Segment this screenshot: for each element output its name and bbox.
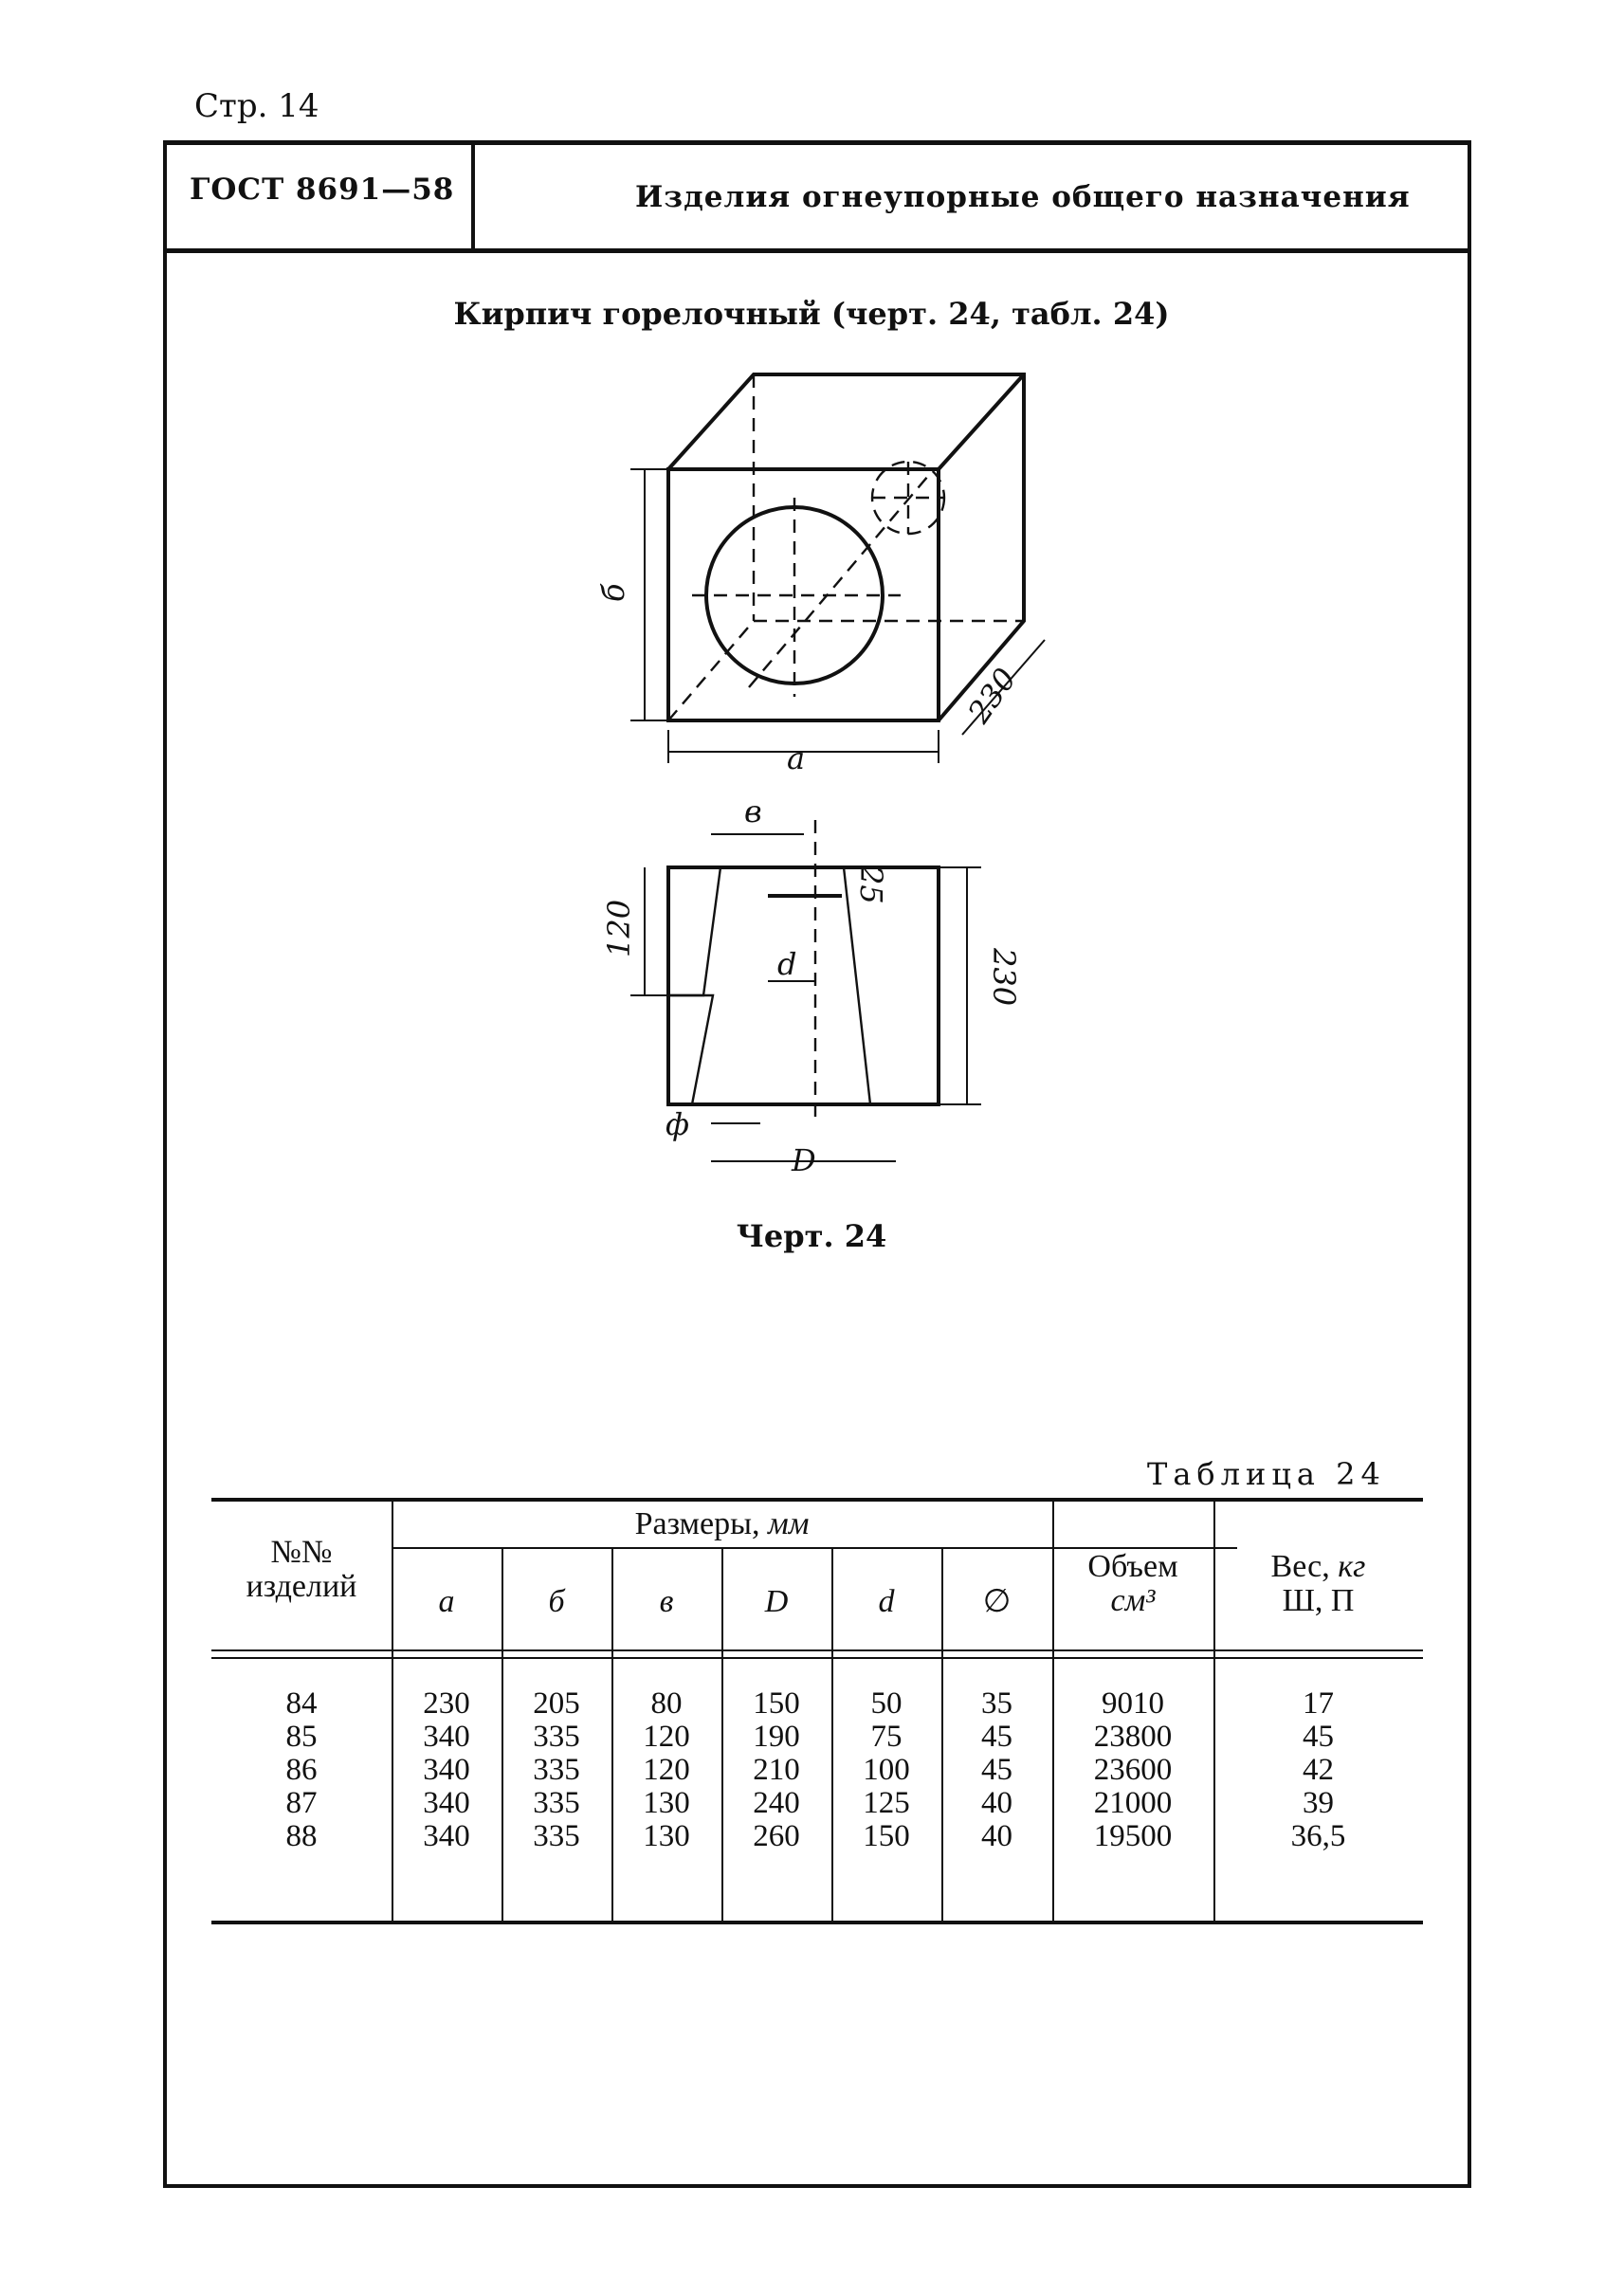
- table-cell: 9010: [1102, 1686, 1164, 1721]
- table-cell: 340: [423, 1720, 470, 1754]
- col-D-header: D: [764, 1584, 789, 1619]
- col-a-header: а: [438, 1584, 455, 1619]
- table-cell: 150: [753, 1686, 800, 1721]
- table-cell: 88: [285, 1819, 318, 1853]
- table-cell: 86: [285, 1753, 318, 1787]
- brick-section-view: [630, 820, 981, 1162]
- standard-title: Изделия огнеупорные общего назначения: [635, 180, 1411, 214]
- technical-drawing: б а 230 в 25 120 230 d D ф: [595, 373, 1046, 1178]
- table-cell: 335: [533, 1720, 580, 1754]
- table-cell: 75: [870, 1720, 903, 1754]
- label-d: d: [777, 946, 796, 982]
- table-cell: 36,5: [1290, 1819, 1346, 1853]
- table-cell: 80: [650, 1686, 683, 1721]
- table-cell: 84: [285, 1686, 318, 1721]
- table-cell: 19500: [1093, 1819, 1173, 1853]
- table-cell: 335: [533, 1819, 580, 1853]
- table-cell: 85: [285, 1720, 318, 1754]
- table-cell: 39: [1303, 1786, 1334, 1820]
- table-cell: 340: [423, 1819, 470, 1853]
- col-item-header: №№ изделий: [246, 1535, 357, 1604]
- header-bottom-rule: [163, 248, 1471, 253]
- table-cell: 335: [533, 1786, 580, 1820]
- table-cell: 45: [981, 1753, 1012, 1787]
- label-230: 230: [986, 947, 1022, 1006]
- table-cell: 87: [285, 1786, 318, 1820]
- page-frame: [163, 140, 1471, 2188]
- brick-isometric-view: [630, 373, 1046, 763]
- label-120: 120: [601, 900, 637, 957]
- table-cell: 100: [863, 1753, 910, 1787]
- drawing-caption: Черт. 24: [736, 1218, 887, 1254]
- spec-table: №№ изделий Размеры, мм а б в D d ∅ Объем…: [211, 1498, 1423, 1924]
- table-cell: 340: [423, 1786, 470, 1820]
- table-cell: 130: [643, 1819, 690, 1853]
- col-b-header: б: [548, 1584, 565, 1619]
- label-phi: ф: [666, 1106, 689, 1142]
- table-cell: 240: [753, 1786, 800, 1820]
- table-cell: 45: [1303, 1720, 1334, 1754]
- label-a: а: [787, 740, 805, 776]
- table-cell: 45: [981, 1720, 1012, 1754]
- header-divider: [471, 140, 475, 248]
- section-title: Кирпич горелочный (черт. 24, табл. 24): [453, 296, 1170, 332]
- col-diameter-header: ∅: [982, 1584, 1012, 1619]
- table-cell: 130: [643, 1786, 690, 1820]
- label-b: б: [595, 583, 631, 602]
- table-cell: 125: [863, 1786, 910, 1820]
- table-cell: 340: [423, 1753, 470, 1787]
- col-v-header: в: [659, 1584, 674, 1619]
- label-D: D: [791, 1142, 816, 1178]
- table-cell: 23800: [1093, 1720, 1173, 1754]
- label-25: 25: [853, 865, 889, 904]
- table-cell: 23600: [1093, 1753, 1173, 1787]
- table-cell: 210: [753, 1753, 800, 1787]
- col-d-header: d: [878, 1584, 895, 1619]
- col-volume-header: Объем см³: [1087, 1549, 1178, 1618]
- table-cell: 230: [423, 1686, 470, 1721]
- header-top-rule: [163, 140, 1471, 145]
- table-cell: 120: [643, 1753, 690, 1787]
- page-number: Стр. 14: [194, 87, 319, 125]
- table-cell: 17: [1303, 1686, 1334, 1721]
- table-cell: 205: [533, 1686, 580, 1721]
- table-cell: 40: [981, 1786, 1012, 1820]
- label-depth-230: 230: [960, 662, 1024, 731]
- standard-code: ГОСТ 8691—58: [190, 173, 455, 207]
- table-cell: 40: [981, 1819, 1012, 1853]
- table-caption: Таблица 24: [1147, 1456, 1386, 1492]
- table-cell: 42: [1303, 1753, 1334, 1787]
- brick-front-face: [666, 467, 940, 722]
- table-cell: 35: [981, 1686, 1012, 1721]
- section-hatch-left: [666, 866, 722, 997]
- brick-top-right-edge: [937, 373, 1026, 471]
- table-cell: 150: [863, 1819, 910, 1853]
- dimensions-group-header: Размеры, мм: [634, 1506, 810, 1541]
- col-weight-header: Вес, кг Ш, П: [1270, 1549, 1366, 1618]
- table-cell: 260: [753, 1819, 800, 1853]
- section-outline: [666, 866, 940, 1106]
- table-cell: 120: [643, 1720, 690, 1754]
- label-v: в: [744, 793, 762, 829]
- table-cell: 21000: [1093, 1786, 1173, 1820]
- table-cell: 335: [533, 1753, 580, 1787]
- table-cell: 190: [753, 1720, 800, 1754]
- table-cell: 50: [870, 1686, 903, 1721]
